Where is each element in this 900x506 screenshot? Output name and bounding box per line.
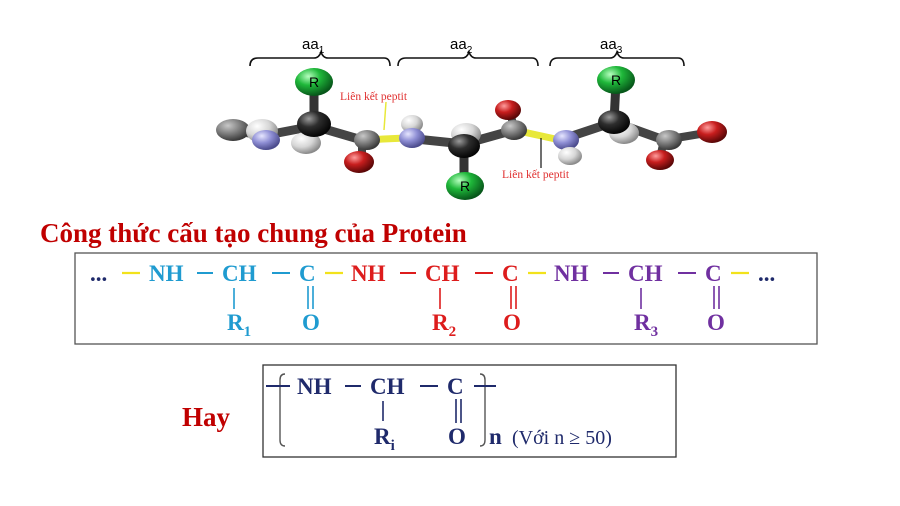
unit-2-r: R2 <box>432 310 456 340</box>
peptide-bond-label-1: Liên kết peptit <box>340 90 408 103</box>
chain-ellipsis-left: ... <box>90 261 107 286</box>
chain-unit-2: NH CH C O R2 <box>351 261 521 340</box>
chain-unit-1: NH CH C O R1 <box>149 261 320 340</box>
svg-text:R: R <box>309 74 319 90</box>
unit-2-o: O <box>503 310 521 335</box>
general-o: O <box>448 424 466 449</box>
aa2-label: aa2 <box>450 36 473 56</box>
general-c: C <box>447 374 464 399</box>
general-ch: CH <box>370 374 405 399</box>
svg-text:R: R <box>460 178 470 194</box>
general-formula: NH CH C O Ri n <box>266 373 502 454</box>
general-r: Ri <box>374 424 395 454</box>
condition-label: (Với n ≥ 50) <box>512 427 612 449</box>
unit-3-o: O <box>707 310 725 335</box>
chain-formula-box <box>74 252 818 345</box>
unit-1-c: C <box>299 261 316 286</box>
r-group-2: R <box>446 172 484 200</box>
general-nh: NH <box>297 374 332 399</box>
peptide-bond-label-2: Liên kết peptit <box>502 168 570 181</box>
unit-1-o: O <box>302 310 320 335</box>
aa3-brace <box>549 49 685 67</box>
unit-3-ch: CH <box>628 261 663 286</box>
chain-unit-3: NH CH C O R3 <box>554 261 725 340</box>
unit-2-ch: CH <box>425 261 460 286</box>
r-group-1: R <box>295 68 333 96</box>
molecule-atoms <box>216 100 727 173</box>
r-group-3: R <box>597 66 635 94</box>
unit-1-ch: CH <box>222 261 257 286</box>
unit-2-c: C <box>502 261 519 286</box>
svg-text:R: R <box>611 72 621 88</box>
peptide-bond-leader-1 <box>383 101 387 131</box>
chain-ellipsis-right: ... <box>758 261 775 286</box>
repeat-n-label: n <box>489 424 502 449</box>
unit-3-r: R3 <box>634 310 658 340</box>
hay-label: Hay <box>182 402 231 432</box>
peptide-molecule-model: aa1 aa2 aa3 <box>216 36 727 200</box>
aa2-brace <box>397 49 539 67</box>
aa1-brace <box>249 49 391 67</box>
aa3-label: aa3 <box>600 36 623 56</box>
unit-3-c: C <box>705 261 722 286</box>
unit-2-nh: NH <box>351 261 386 286</box>
unit-3-nh: NH <box>554 261 589 286</box>
unit-1-r: R1 <box>227 310 251 340</box>
page-title: Công thức cấu tạo chung của Protein <box>40 218 467 248</box>
unit-1-nh: NH <box>149 261 184 286</box>
aa1-label: aa1 <box>302 36 325 56</box>
general-formula-box <box>262 364 677 458</box>
